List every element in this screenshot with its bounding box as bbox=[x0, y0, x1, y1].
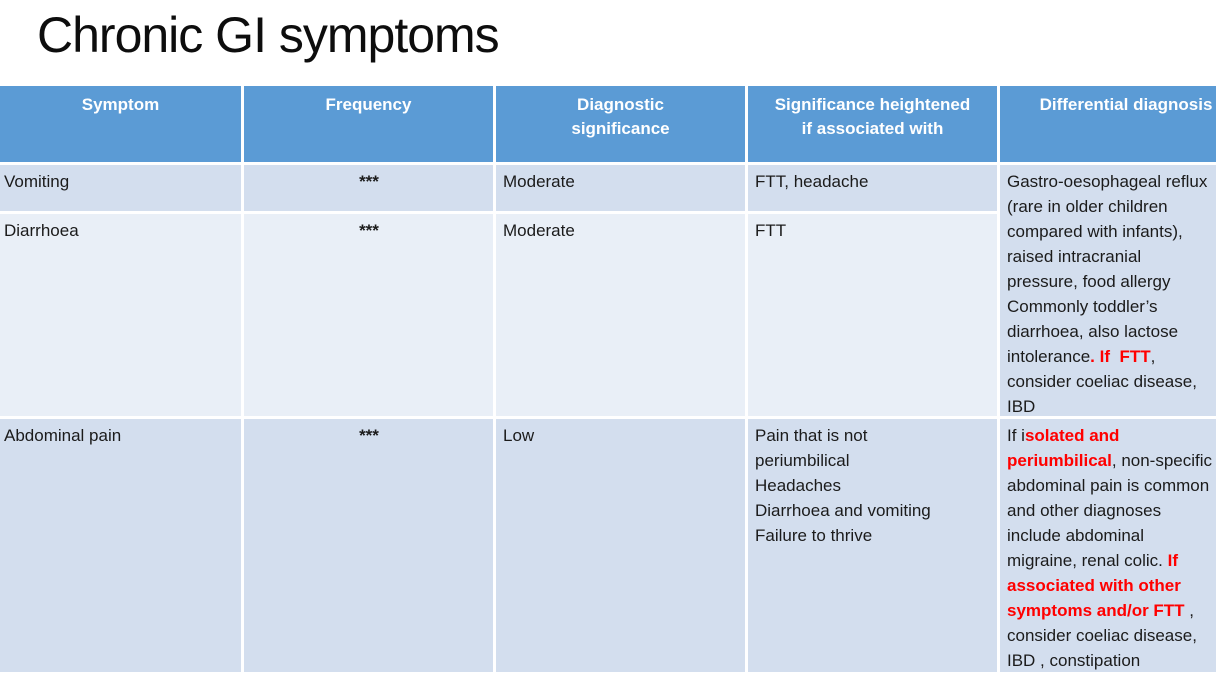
symptoms-table: Symptom Frequency Diagnostic significanc… bbox=[0, 86, 1216, 672]
cell-diarrhoea-symptom: Diarrhoea bbox=[0, 214, 241, 416]
cell-abdominal-pain-diagnostic-significance: Low bbox=[496, 419, 745, 672]
cell-vomiting-diagnostic-significance: Moderate bbox=[496, 165, 745, 211]
header-cell-differential-diagnosis: Differential diagnosis bbox=[1000, 86, 1216, 162]
cell-diarrhoea-frequency: *** bbox=[244, 214, 493, 416]
header-cell-significance-heightened: Significance heightened if associated wi… bbox=[748, 86, 997, 162]
cell-abdominal-pain-symptom: Abdominal pain bbox=[0, 419, 241, 672]
slide-title: Chronic GI symptoms bbox=[37, 7, 500, 63]
cell-diarrhoea-heightened-if: FTT bbox=[748, 214, 997, 416]
header-cell-frequency: Frequency bbox=[244, 86, 493, 162]
cell-vomiting-symptom: Vomiting bbox=[0, 165, 241, 211]
cell-differential-vomiting-diarrhoea: Gastro-oesophageal reflux(rare in older … bbox=[1000, 165, 1216, 416]
header-cell-symptom: Symptom bbox=[0, 86, 241, 162]
cell-diarrhoea-diagnostic-significance: Moderate bbox=[496, 214, 745, 416]
header-cell-diagnostic-significance: Diagnostic significance bbox=[496, 86, 745, 162]
cell-abdominal-pain-frequency: *** bbox=[244, 419, 493, 672]
cell-abdominal-pain-heightened-if: Pain that is not periumbilical Headaches… bbox=[748, 419, 997, 672]
cell-vomiting-heightened-if: FTT, headache bbox=[748, 165, 997, 211]
cell-vomiting-frequency: *** bbox=[244, 165, 493, 211]
